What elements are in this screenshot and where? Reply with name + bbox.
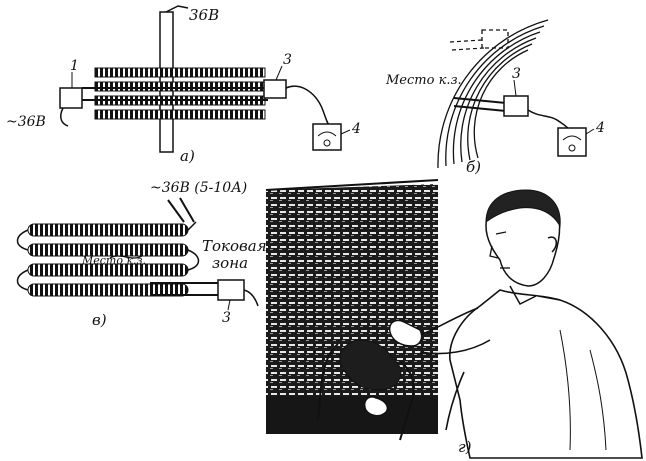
callout-v-3: 3 xyxy=(222,310,231,326)
panel-v-caption: в) xyxy=(92,311,107,329)
handheld-meter xyxy=(339,339,402,391)
device-3-a xyxy=(263,79,287,99)
panel-v-current-zone-2: зона xyxy=(212,254,248,272)
meter-4-b xyxy=(557,127,587,157)
device-1 xyxy=(59,87,83,109)
panel-b-caption: б) xyxy=(466,158,481,176)
device-3-b xyxy=(503,95,529,117)
panel-v-supply: ~36В (5-10А) xyxy=(150,180,247,196)
winding-arcs xyxy=(437,19,549,169)
person-coat xyxy=(449,289,643,459)
coil-row-v-1 xyxy=(27,223,189,237)
callout-a-4: 4 xyxy=(351,121,361,137)
dashed-device-position xyxy=(481,29,509,49)
person-hand-lower xyxy=(364,396,388,417)
panel-g-caption: г) xyxy=(458,438,472,456)
panel-a: 36В 1 ~36В 3 4 а) xyxy=(6,5,361,165)
coil-bar-a-2 xyxy=(94,81,266,92)
panel-a-supply-top: 36В xyxy=(189,6,219,24)
panel-b-fault-place: Место к.з. xyxy=(385,73,462,88)
panel-g: г) xyxy=(265,178,643,459)
meter-knob xyxy=(323,139,331,147)
device-3-v xyxy=(217,279,245,301)
panel-a-caption: а) xyxy=(180,147,195,165)
callout-b-3: 3 xyxy=(512,66,521,82)
callout-a-3: 3 xyxy=(283,52,292,68)
panel-a-supply-left: ~36В xyxy=(6,114,46,130)
person-hand xyxy=(389,319,423,347)
panel-v: ~36В (5-10А) Место к.з. Токовая зона 3 в… xyxy=(16,180,267,329)
callout-a-1: 1 xyxy=(70,58,79,74)
panel-b: Место к.з. 3 4 б) xyxy=(385,19,605,176)
coil-bar-a-1 xyxy=(94,67,266,78)
stator-block xyxy=(266,184,438,434)
person-hair xyxy=(485,189,561,228)
panel-v-current-zone-1: Токовая xyxy=(202,237,267,255)
block-shadow xyxy=(266,396,438,434)
callout-b-4: 4 xyxy=(595,120,605,136)
coil-bar-a-4 xyxy=(94,109,266,120)
panel-v-fault-place: Место к.з. xyxy=(81,254,146,267)
meter-knob-b xyxy=(568,144,576,152)
